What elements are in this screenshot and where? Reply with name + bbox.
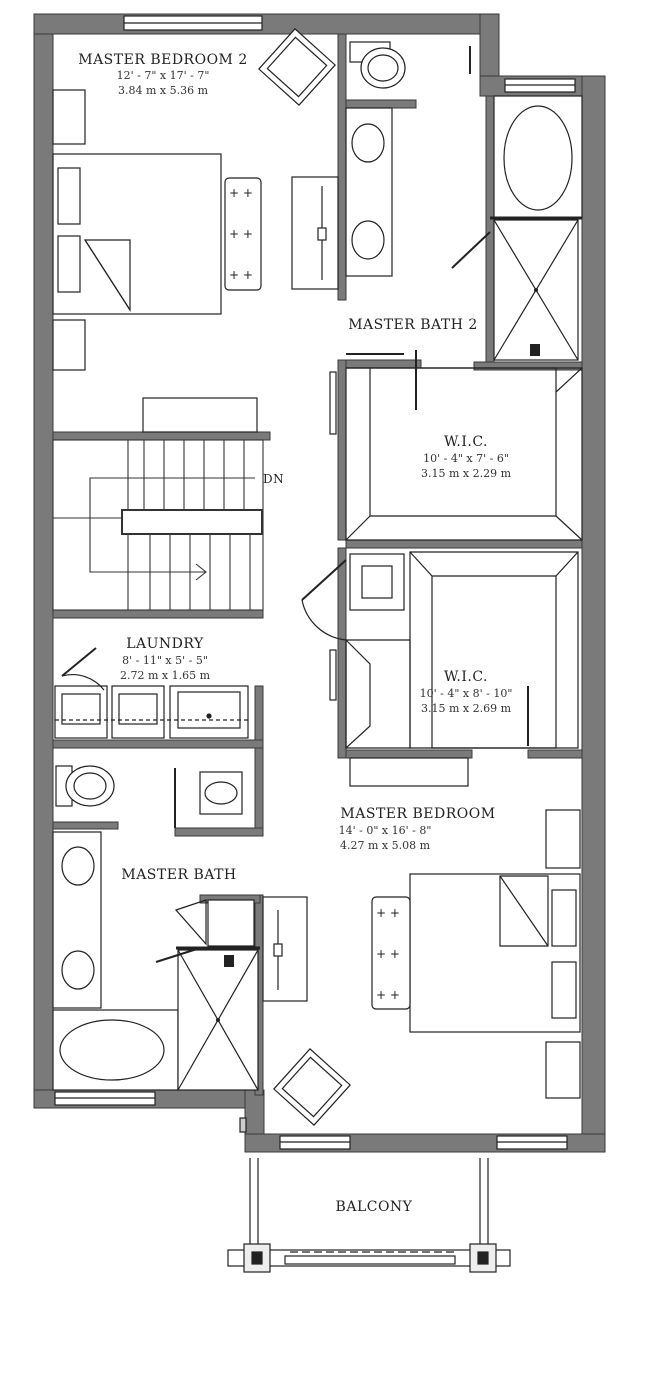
dim-wic-2-metric: 3.15 m x 2.69 m [421, 702, 512, 715]
master-shower-valve [224, 955, 234, 967]
label-master-bath-2: MASTER BATH 2 [348, 317, 478, 333]
staircase [52, 439, 264, 611]
master-bedroom-furniture [273, 809, 581, 1126]
label-master-bath: MASTER BATH [121, 867, 236, 883]
label-master-bedroom-2: MASTER BEDROOM 2 [78, 52, 248, 68]
master-bench-buttons: + + + + + + [376, 906, 400, 1002]
label-master-bedroom: MASTER BEDROOM [340, 806, 495, 822]
dim-master-bedroom-2-metric: 3.84 m x 5.36 m [118, 84, 209, 97]
bench-buttons: + + + + + + [229, 186, 253, 282]
label-balcony: BALCONY [336, 1199, 413, 1215]
svg-text:+ +: + + [376, 988, 400, 1002]
label-wic-1: W.I.C. [444, 434, 488, 450]
master-bedroom-2-furniture [52, 28, 339, 433]
dim-wic-2-imperial: 10' - 4" x 8' - 10" [420, 687, 513, 700]
dim-master-bedroom-2-imperial: 12' - 7" x 17' - 7" [117, 69, 210, 82]
svg-text:+ +: + + [229, 227, 253, 241]
windows [54, 15, 576, 1150]
svg-text:+ +: + + [229, 268, 253, 282]
balcony [227, 1117, 511, 1273]
room-labels: MASTER BEDROOM 2 12' - 7" x 17' - 7" 3.8… [78, 52, 512, 1215]
master-bath-fixtures [52, 831, 308, 1091]
shower-drain [534, 288, 538, 292]
label-stairs-dn: DN [263, 472, 284, 486]
dim-master-bedroom-metric: 4.27 m x 5.08 m [340, 839, 431, 852]
wic-1-shelving [329, 350, 583, 541]
svg-text:+ +: + + [376, 947, 400, 961]
master-shower-drain [216, 1018, 220, 1022]
shower-valve [530, 344, 540, 356]
svg-text:+ +: + + [229, 186, 253, 200]
master-bath-toilet [55, 765, 243, 828]
dim-wic-1-imperial: 10' - 4" x 7' - 6" [423, 452, 509, 465]
dim-master-bedroom-imperial: 14' - 0" x 16' - 8" [339, 824, 432, 837]
dim-wic-1-metric: 3.15 m x 2.29 m [421, 467, 512, 480]
wic-2-shelving [301, 551, 579, 787]
dim-laundry-imperial: 8' - 11" x 5' - 5" [122, 654, 208, 667]
laundry-fixtures [54, 647, 249, 739]
master-bath-2-fixtures [345, 41, 583, 361]
dim-laundry-metric: 2.72 m x 1.65 m [120, 669, 211, 682]
label-wic-2: W.I.C. [444, 669, 488, 685]
svg-text:+ +: + + [376, 906, 400, 920]
label-laundry: LAUNDRY [126, 636, 204, 652]
